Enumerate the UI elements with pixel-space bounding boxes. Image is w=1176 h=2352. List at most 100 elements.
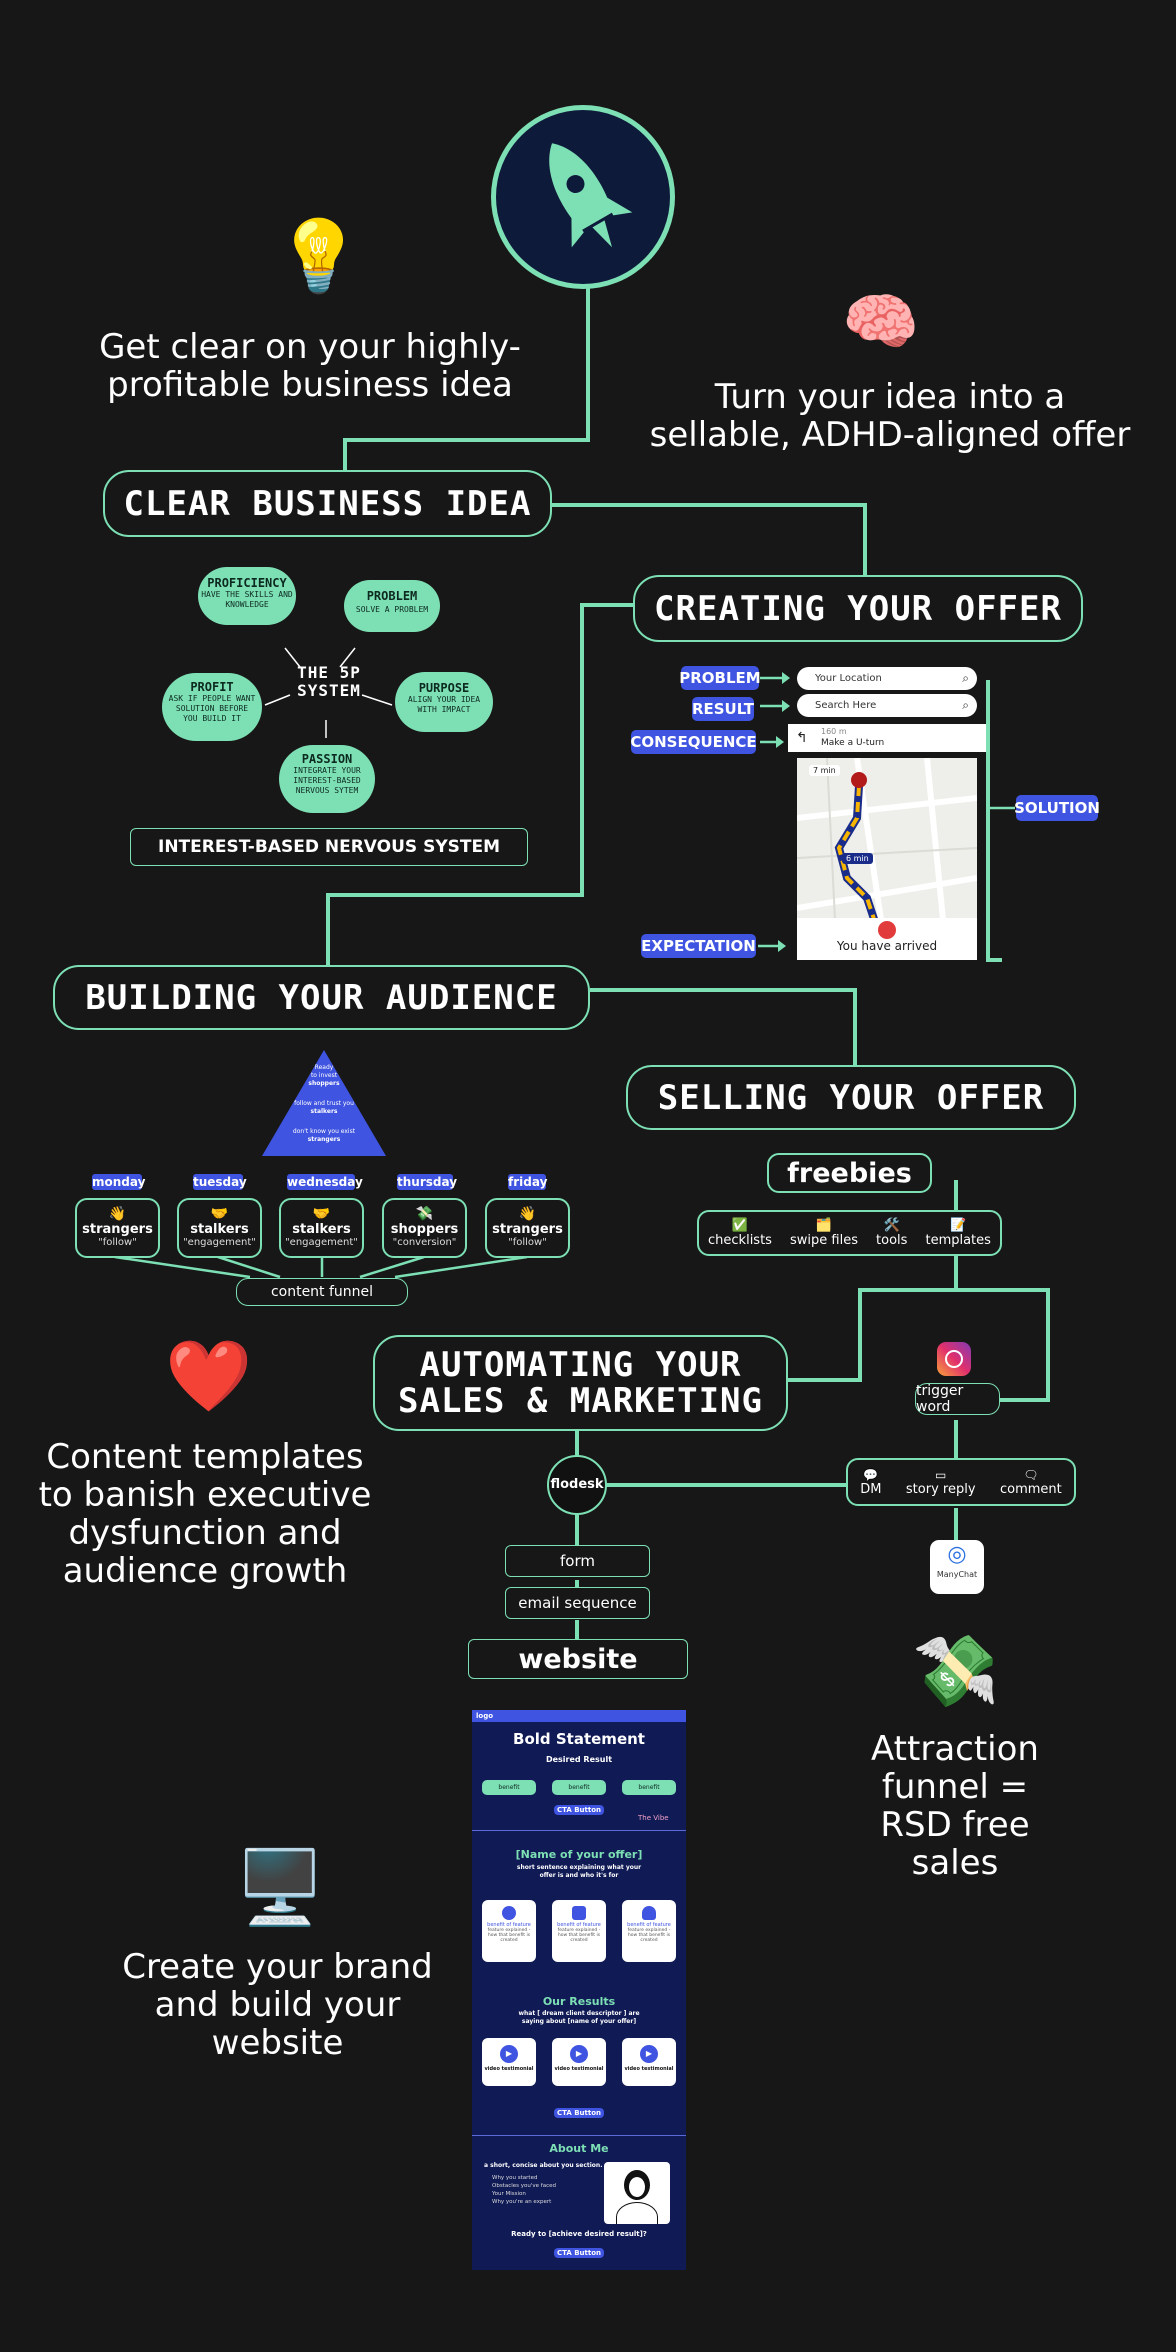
chat-bubble-icon: 💬 [863,1467,879,1482]
site-offer-sub: short sentence explaining what your offe… [516,1864,642,1879]
site-about: About Me [549,2142,609,2155]
day-card-thursday: 💸 shoppers "conversion" [382,1198,467,1258]
pill-problem: PROBLEM SOLVE A PROBLEM [344,580,440,632]
reply-dm: 💬 DM [860,1467,882,1497]
label-solution: SOLUTION [1014,795,1100,821]
reply-options: 💬 DM ▭ story reply 🗨 comment [846,1458,1076,1506]
five-p-center: THE 5P SYSTEM [297,663,361,700]
pill-profit: PROFIT ASK IF PEOPLE WANT SOLUTION BEFOR… [162,673,262,741]
site-results-sub: what [ dream client descriptor ] are say… [518,2010,640,2025]
label-result: RESULT [692,697,754,721]
site-bold-statement: Bold Statement [513,1730,645,1748]
play-icon[interactable]: ▶ [570,2045,588,2063]
site-logo: logo [476,1712,494,1720]
site-testimonial-3: ▶ video testimonial [622,2038,676,2086]
site-divider-1 [472,1830,686,1831]
heading-selling-your-offer: SELLING YOUR OFFER [626,1065,1076,1130]
brain-icon: 🧠 [842,285,920,358]
arrived-panel: You have arrived [797,918,977,960]
trigger-word: trigger word [915,1383,1000,1415]
site-cta-3[interactable]: CTA Button [554,2248,604,2258]
map-view: 7 min 6 min You have arrived [797,758,977,960]
play-icon[interactable]: ▶ [500,2045,518,2063]
freebies-title: freebies [767,1153,932,1193]
day-card-friday: 👋 strangers "follow" [485,1198,570,1258]
search-icon: ⌕ [962,671,969,685]
caption-offer: Turn your idea into a sellable, ADHD-ali… [649,377,1131,455]
freebie-tools: 🛠️ tools [876,1218,908,1248]
site-benefit-3: benefit [622,1780,676,1795]
map-time-6: 6 min [842,853,873,864]
site-divider-2 [472,2135,686,2136]
freebie-templates: 📝 templates [925,1218,991,1248]
day-tag-wednesday: wednesday [287,1174,363,1190]
day-card-monday: 👋 strangers "follow" [75,1198,160,1258]
location-pin-icon [878,921,896,939]
rocket-icon [549,143,633,248]
lightbulb-icon: 💡 [275,215,363,297]
site-feature-3: benefit of feature feature explained - h… [622,1900,676,1962]
map-time-7: 7 min [809,765,840,776]
rocket-logo [491,105,675,289]
calendar-icon [572,1906,586,1920]
heading-building-your-audience: BUILDING YOUR AUDIENCE [53,965,590,1030]
site-ready: Ready to [achieve desired result]? [511,2230,647,2238]
heading-creating-your-offer: CREATING YOUR OFFER [633,575,1083,642]
content-funnel-label: content funnel [236,1278,408,1306]
freebies-items: ✅ checklists 🗂️ swipe files 🛠️ tools 📝 t… [697,1210,1002,1256]
pyramid-shape [262,1050,386,1156]
email-sequence-step: email sequence [505,1587,650,1619]
monitor-icon: 🖥️ [235,1845,325,1929]
day-tag-tuesday: tuesday [193,1174,247,1190]
caption-website: Create your brand and build your website [122,1947,433,2063]
site-results: Our Results [542,1995,616,2008]
site-feature-1: benefit of feature feature explained - h… [482,1900,536,1962]
money-icon: 💸 [912,1630,1000,1712]
manychat-icon: ◎ [947,1542,967,1567]
site-testimonial-2: ▶ video testimonial [552,2038,606,2086]
site-about-list: Why you started Obstacles you've faced Y… [492,2175,556,2205]
reply-story: ▭ story reply [905,1467,976,1497]
flodesk-logo: flodesk [547,1455,607,1515]
caption-funnel: Attraction funnel = RSD free sales [871,1729,1039,1883]
site-desired-result: Desired Result [545,1755,613,1764]
pill-passion: PASSION INTEGRATE YOUR INTEREST-BASED NE… [279,745,375,813]
site-cta-1[interactable]: CTA Button [554,1805,604,1815]
phone-icon [502,1906,516,1920]
site-about-sub: a short, concise about you section. [484,2162,603,2169]
story-icon: ▭ [935,1467,947,1482]
day-tag-friday: friday [508,1174,548,1190]
notepad-icon: 📝 [950,1218,967,1233]
caption-idea: Get clear on your highly-profitable busi… [99,327,521,405]
freebie-checklists: ✅ checklists [708,1218,772,1248]
site-benefit-1: benefit [482,1780,536,1795]
search-icon: ⌕ [962,698,969,712]
heart-icon: ❤️ [165,1335,253,1417]
map-search-your-location[interactable]: Your Location ⌕ [797,667,977,690]
site-feature-2: benefit of feature feature explained - h… [552,1900,606,1962]
site-topbar: logo [472,1710,686,1722]
website-mockup: logo Bold Statement Desired Result benef… [472,1710,686,2270]
caption-content: Content templates to banish executive dy… [38,1437,372,1591]
play-icon[interactable]: ▶ [640,2045,658,2063]
checkmark-icon: ✅ [731,1218,749,1233]
map-search-here[interactable]: Search Here ⌕ [797,694,977,717]
instagram-icon [937,1342,971,1376]
audience-pyramid: Ready to invest shoppers follow and trus… [262,1050,386,1156]
person-icon [642,1906,656,1920]
site-cta-2[interactable]: CTA Button [554,2108,604,2118]
label-problem: PROBLEM [679,666,761,690]
day-card-tuesday: 🤝 stalkers "engagement" [177,1198,262,1258]
site-vibe: The Vibe [638,1814,669,1822]
heading-automating: AUTOMATING YOUR SALES & MARKETING [373,1335,788,1431]
site-avatar [604,2162,670,2224]
pill-purpose: PURPOSE ALIGN YOUR IDEA WITH IMPACT [395,672,493,732]
map-directions-bar: ↰ 160 m Make a U-turn [788,724,986,752]
site-testimonial-1: ▶ video testimonial [482,2038,536,2086]
tools-icon: 🛠️ [883,1218,900,1233]
interest-based-label: INTEREST-BASED NERVOUS SYSTEM [130,828,528,866]
freebie-swipe-files: 🗂️ swipe files [790,1218,858,1248]
website-step: website [468,1639,688,1679]
heading-clear-business-idea: CLEAR BUSINESS IDEA [103,470,552,537]
